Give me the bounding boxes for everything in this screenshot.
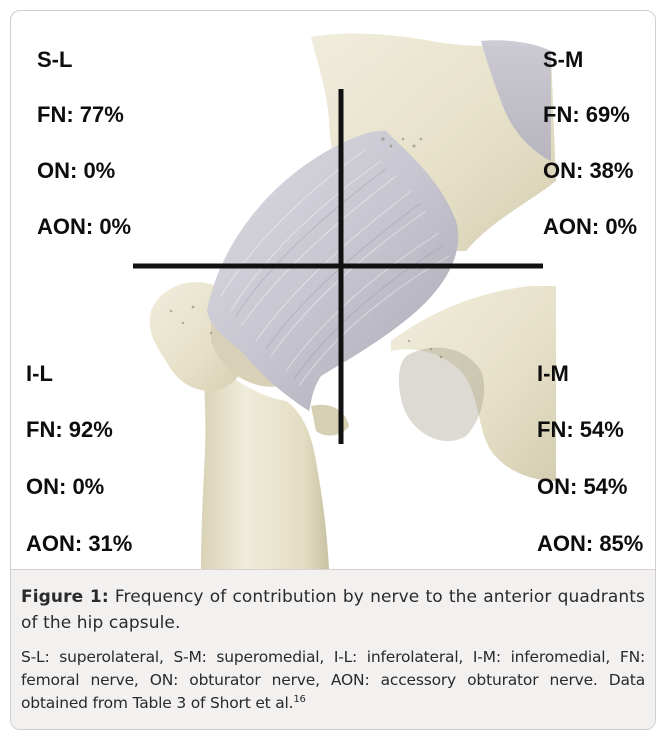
figure-label: Figure 1:	[21, 587, 109, 607]
inferolateral-obturator-nerve: ON: 0%	[26, 474, 104, 500]
superolateral-label: S-L	[37, 47, 72, 73]
superolateral-obturator-nerve: ON: 0%	[37, 158, 115, 184]
hip-capsule-illustration-area: S-L FN: 77% ON: 0% AON: 0% S-M FN: 69% O…	[11, 11, 656, 569]
inferomedial-label: I-M	[537, 361, 569, 387]
caption-abbreviations: S-L: superolateral, S-M: superomedial, I…	[21, 646, 645, 715]
superolateral-accessory-obturator-nerve: AON: 0%	[37, 214, 131, 240]
inferolateral-accessory-obturator-nerve: AON: 31%	[26, 531, 132, 557]
superomedial-accessory-obturator-nerve: AON: 0%	[543, 214, 637, 240]
abbreviation-notes: S-L: superolateral, S-M: superomedial, I…	[21, 648, 645, 712]
figure-caption: Figure 1: Frequency of contribution by n…	[11, 569, 656, 730]
superomedial-label: S-M	[543, 47, 583, 73]
inferolateral-label: I-L	[26, 361, 53, 387]
inferomedial-femoral-nerve: FN: 54%	[537, 417, 624, 443]
caption-title: Figure 1: Frequency of contribution by n…	[21, 584, 645, 636]
superolateral-femoral-nerve: FN: 77%	[37, 102, 124, 128]
reference-superscript: 16	[293, 694, 305, 705]
figure-description: Frequency of contribution by nerve to th…	[21, 587, 645, 633]
obturator-foramen	[399, 348, 484, 442]
superomedial-obturator-nerve: ON: 38%	[543, 158, 633, 184]
inferomedial-accessory-obturator-nerve: AON: 85%	[537, 531, 643, 557]
superomedial-femoral-nerve: FN: 69%	[543, 102, 630, 128]
inferolateral-femoral-nerve: FN: 92%	[26, 417, 113, 443]
inferomedial-obturator-nerve: ON: 54%	[537, 474, 627, 500]
figure-frame: S-L FN: 77% ON: 0% AON: 0% S-M FN: 69% O…	[10, 10, 656, 730]
